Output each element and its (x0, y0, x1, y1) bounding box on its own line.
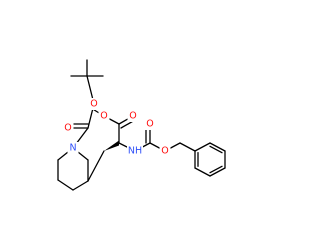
label-mask (62, 122, 74, 134)
label-mask (98, 110, 110, 122)
bond (194, 142, 211, 152)
atom-labels: O O N O O NH O O (62, 98, 171, 157)
bond (194, 167, 211, 177)
atom-label-oxygen: O (64, 123, 71, 134)
atom-label-nitrogen: N (69, 143, 76, 154)
label-mask (159, 145, 171, 157)
atom-label-oxygen: O (90, 99, 97, 110)
aromatic-inner-bond (209, 165, 223, 174)
label-mask (144, 118, 156, 130)
atom-label-nitrogen: NH (128, 146, 142, 157)
label-mask (67, 142, 79, 154)
aromatic-inner-bond (209, 145, 223, 154)
atom-label-oxygen: O (146, 119, 153, 130)
bond (72, 180, 89, 191)
atom-label-oxygen: O (161, 146, 168, 157)
bond (57, 179, 74, 191)
label-mask (127, 110, 139, 122)
molecule-structure: O O N O O NH O O (57, 59, 226, 191)
wedge-bond (104, 140, 119, 151)
atom-label-oxygen: O (129, 111, 136, 122)
atom-label-oxygen: O (100, 111, 107, 122)
label-mask (88, 98, 100, 110)
bond (179, 142, 196, 152)
bond (87, 150, 105, 182)
label-mask (127, 145, 143, 157)
bond (209, 142, 226, 152)
bond (209, 167, 226, 177)
